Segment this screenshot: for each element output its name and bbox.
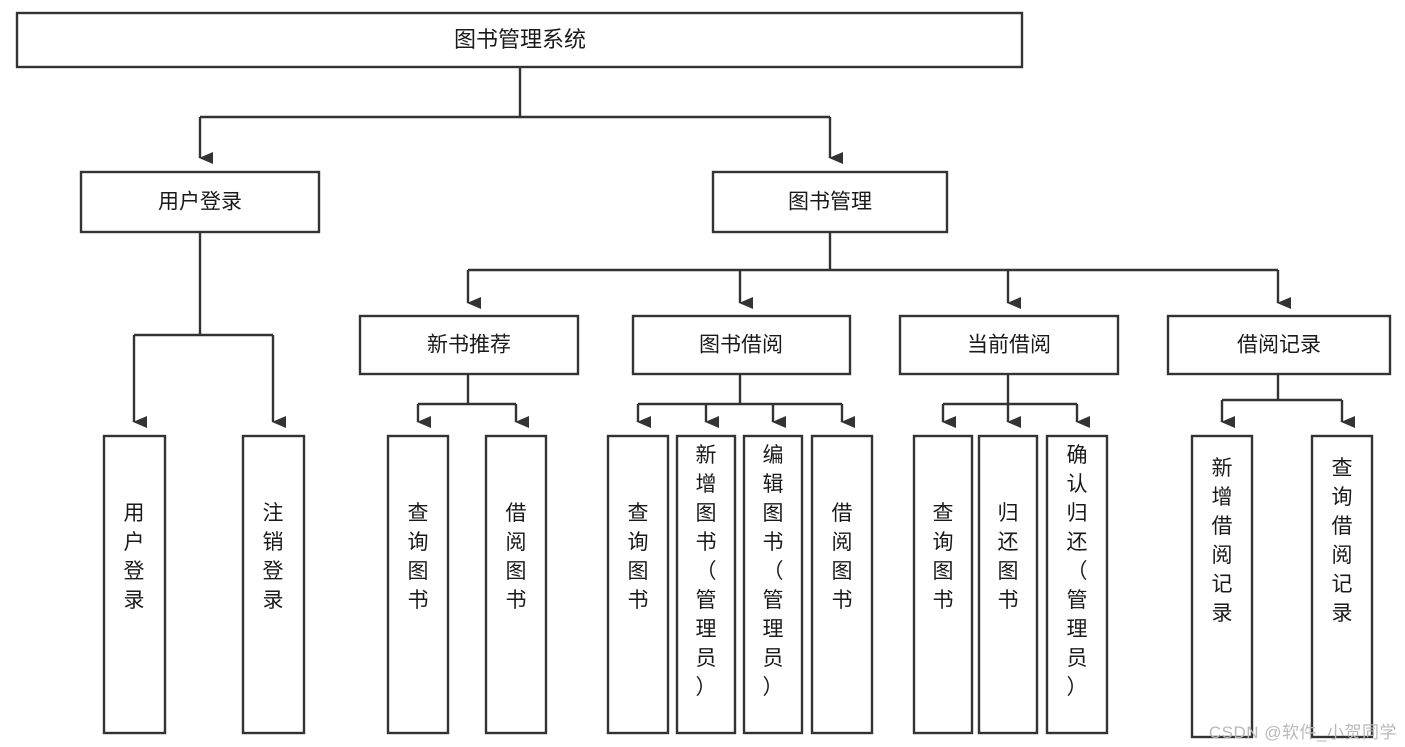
node-root-box[interactable] xyxy=(15,11,1024,69)
leaf-box[interactable] xyxy=(742,434,804,735)
leaf-box[interactable] xyxy=(1310,434,1374,739)
node-book-borrow[interactable]: 图书借阅 xyxy=(631,314,852,376)
leaf-current-borrow-2[interactable]: 归还图书 xyxy=(977,434,1039,735)
node-current-borrow-box[interactable] xyxy=(898,314,1120,376)
leaf-book-borrow-2[interactable]: 新增图书（管理员） xyxy=(675,434,737,735)
leaf-box[interactable] xyxy=(1190,434,1254,739)
leaf-box[interactable] xyxy=(912,434,974,735)
node-borrow-record-box[interactable] xyxy=(1166,314,1392,376)
node-current-borrow-label: 当前借阅 xyxy=(967,334,1051,357)
leaf-box[interactable] xyxy=(606,434,670,735)
leaf-label: 查询借阅记录 xyxy=(1332,457,1353,625)
leaf-borrow-record-2[interactable]: 查询借阅记录 xyxy=(1310,434,1374,739)
node-new-book-recommend-box[interactable] xyxy=(358,314,580,376)
connectors xyxy=(132,67,1355,428)
node-book-manage-box[interactable] xyxy=(711,170,949,234)
leaf-label: 借阅图书 xyxy=(506,502,527,612)
leaf-label: 用户登录 xyxy=(124,502,145,612)
node-book-manage[interactable]: 图书管理 xyxy=(711,170,949,234)
leaf-box[interactable] xyxy=(810,434,874,735)
node-user-login-label: 用户登录 xyxy=(158,191,242,214)
leaf-user-login-1[interactable]: 用户登录 xyxy=(102,434,167,735)
leaf-book-borrow-3[interactable]: 编辑图书（管理员） xyxy=(742,434,804,735)
node-new-book-recommend[interactable]: 新书推荐 xyxy=(358,314,580,376)
leaf-box[interactable] xyxy=(977,434,1039,735)
leaf-label: 确认归还（管理员） xyxy=(1067,444,1088,699)
node-borrow-record[interactable]: 借阅记录 xyxy=(1166,314,1392,376)
leaf-label: 新增借阅记录 xyxy=(1212,457,1233,625)
node-book-borrow-label: 图书借阅 xyxy=(699,334,783,357)
node-book-manage-label: 图书管理 xyxy=(788,191,872,214)
leaf-label: 编辑图书（管理员） xyxy=(763,444,784,699)
node-new-book-recommend-label: 新书推荐 xyxy=(427,334,511,357)
leaf-new-book-1[interactable]: 查询图书 xyxy=(386,434,450,735)
leaf-book-borrow-1[interactable]: 查询图书 xyxy=(606,434,670,735)
leaf-new-book-2[interactable]: 借阅图书 xyxy=(484,434,548,735)
node-book-borrow-box[interactable] xyxy=(631,314,852,376)
leaf-box[interactable] xyxy=(484,434,548,735)
node-borrow-record-label: 借阅记录 xyxy=(1237,334,1321,357)
leaf-label: 新增图书（管理员） xyxy=(696,444,717,699)
leaf-box[interactable] xyxy=(675,434,737,735)
node-root[interactable]: 图书管理系统 xyxy=(15,11,1024,69)
node-current-borrow[interactable]: 当前借阅 xyxy=(898,314,1120,376)
leaf-label: 注销登录 xyxy=(263,502,284,612)
leaf-book-borrow-4[interactable]: 借阅图书 xyxy=(810,434,874,735)
leaf-current-borrow-1[interactable]: 查询图书 xyxy=(912,434,974,735)
leaf-label: 查询图书 xyxy=(933,502,954,612)
leaf-box[interactable] xyxy=(386,434,450,735)
node-user-login-box[interactable] xyxy=(79,170,321,234)
leaf-current-borrow-3[interactable]: 确认归还（管理员） xyxy=(1045,434,1109,735)
leaf-borrow-record-1[interactable]: 新增借阅记录 xyxy=(1190,434,1254,739)
leaf-box[interactable] xyxy=(1045,434,1109,735)
leaf-label: 借阅图书 xyxy=(832,502,853,612)
leaf-label: 查询图书 xyxy=(408,502,429,612)
leaf-user-login-2[interactable]: 注销登录 xyxy=(241,434,306,735)
node-user-login[interactable]: 用户登录 xyxy=(79,170,321,234)
leaf-label: 查询图书 xyxy=(628,502,649,612)
leaf-label: 归还图书 xyxy=(998,502,1019,612)
leaf-box[interactable] xyxy=(241,434,306,735)
leaf-box[interactable] xyxy=(102,434,167,735)
node-root-label: 图书管理系统 xyxy=(454,27,586,52)
